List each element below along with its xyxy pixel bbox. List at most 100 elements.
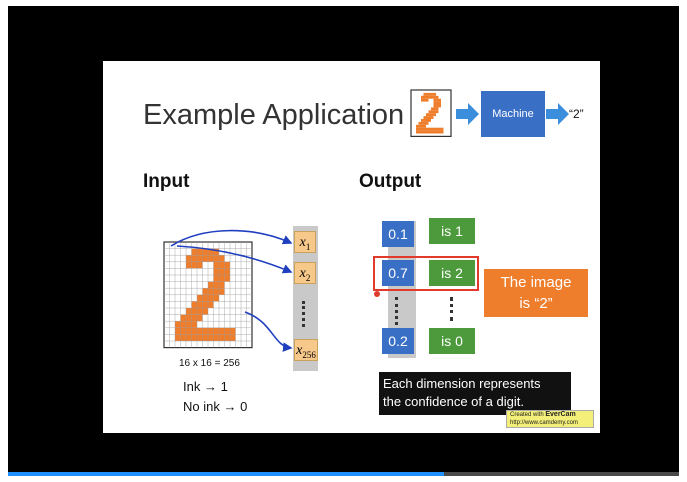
ink-pixel [418, 127, 421, 131]
ink-pixel [180, 327, 186, 335]
ink-pixel [186, 327, 192, 335]
ink-pixel [191, 334, 197, 341]
ink-pixel [423, 92, 426, 96]
ink-pixel [186, 321, 192, 328]
ink-pixel [423, 95, 426, 99]
ink-pixel [426, 121, 429, 125]
ink-pixel [418, 124, 421, 128]
machine-box: Machine [481, 91, 545, 137]
ink-pixel [433, 98, 436, 102]
output-label: is 2 [429, 260, 475, 286]
ink-pixel [186, 314, 192, 322]
ink-pixel [219, 281, 225, 289]
ink-pixel [433, 92, 436, 96]
ink-pixel [426, 92, 429, 96]
ink-pixel [433, 101, 436, 105]
ink-pixel [175, 334, 181, 341]
ink-pixel [197, 301, 203, 308]
ink-pixel [213, 261, 219, 269]
callout-line: The image [500, 274, 572, 291]
ink-pixel [421, 127, 424, 131]
output-value: 0.7 [382, 260, 414, 286]
ink-pixel [213, 327, 219, 335]
output-ellipsis [395, 297, 401, 325]
ink-pixel [213, 248, 219, 256]
ink-pixel [426, 116, 429, 119]
x256-cell: x256 [294, 339, 318, 361]
ink-pixel [224, 334, 230, 341]
watermark-url: http://www.camdemy.com [510, 420, 578, 426]
ink-pixel [418, 121, 421, 125]
ink-pixel [175, 327, 181, 335]
ink-pixel [436, 107, 439, 111]
video-player[interactable]: Example Application Machine “2” Input Ou… [8, 6, 679, 474]
label-ellipsis [450, 297, 456, 321]
ink-pixel [219, 327, 225, 335]
ink-pixel [436, 130, 439, 134]
ink-pixel [421, 130, 424, 134]
ink-pixel [431, 116, 434, 119]
ink-pixel [428, 110, 431, 114]
ink-pixel [423, 130, 426, 134]
ink-pixel [186, 308, 192, 315]
x1-cell: x1 [294, 231, 316, 253]
vector-ellipsis [302, 301, 308, 327]
callout-line: is “2” [519, 295, 553, 312]
ink-pixel [197, 308, 203, 315]
ink-pixel [416, 130, 419, 134]
result-callout: The image is “2” [484, 269, 588, 317]
video-progress-fill [8, 472, 445, 476]
ink-pixel [213, 288, 219, 295]
ink-pixel [175, 321, 181, 328]
ink-pixel [224, 268, 230, 275]
ink-pixel [202, 288, 208, 295]
ink-pixel [208, 288, 214, 295]
right-arrow-icon [546, 103, 569, 125]
output-value: 0.2 [382, 328, 414, 354]
machine-output: “2” [569, 107, 584, 121]
ink-pixel [423, 119, 426, 122]
ink-pixel [433, 104, 436, 108]
ink-pixel [213, 268, 219, 275]
ink-pixel [202, 248, 208, 256]
ink-pixel [180, 314, 186, 322]
ink-pixel [441, 127, 444, 131]
ink-pixel [433, 95, 436, 99]
ink-pixel [431, 92, 434, 96]
ink-pixel [436, 127, 439, 131]
ink-pixel [426, 119, 429, 122]
ink-pixel [186, 255, 192, 262]
subtitle-caption: Each dimension represents the confidence… [379, 372, 571, 415]
output-value: 0.1 [382, 221, 414, 247]
output-label: is 1 [429, 218, 475, 244]
ink-pixel [433, 110, 436, 114]
ink-pixel [421, 98, 424, 102]
ink-pixel [208, 294, 214, 302]
ink-pixel [426, 127, 429, 131]
pointer-dot [374, 291, 380, 297]
ink-pixel [224, 261, 230, 269]
ink-pixel [224, 327, 230, 335]
input-heading: Input [143, 171, 190, 192]
ink-pixel [224, 275, 230, 282]
ink-pixel [438, 101, 441, 105]
ink-pixel [186, 334, 192, 341]
video-progress-bar[interactable] [8, 472, 679, 476]
ink-pixel [418, 130, 421, 134]
ink-pixel [438, 130, 441, 134]
watermark-text: Created with [510, 412, 544, 418]
caption-line: the confidence of a digit. [383, 394, 524, 409]
ink-pixel [431, 95, 434, 99]
ink-pixel [436, 104, 439, 108]
output-heading: Output [359, 171, 422, 192]
ink-pixel [208, 301, 214, 308]
grid-size-caption: 16 x 16 = 256 [179, 358, 240, 369]
caption-line: Each dimension represents [383, 376, 541, 391]
ink-pixel [416, 127, 419, 131]
ink-pixel [436, 101, 439, 105]
ink-pixel [202, 327, 208, 335]
ink-pixel [219, 268, 225, 275]
ink-pixel [202, 294, 208, 302]
ink-pixel [426, 130, 429, 134]
ink-pixel [426, 98, 429, 102]
